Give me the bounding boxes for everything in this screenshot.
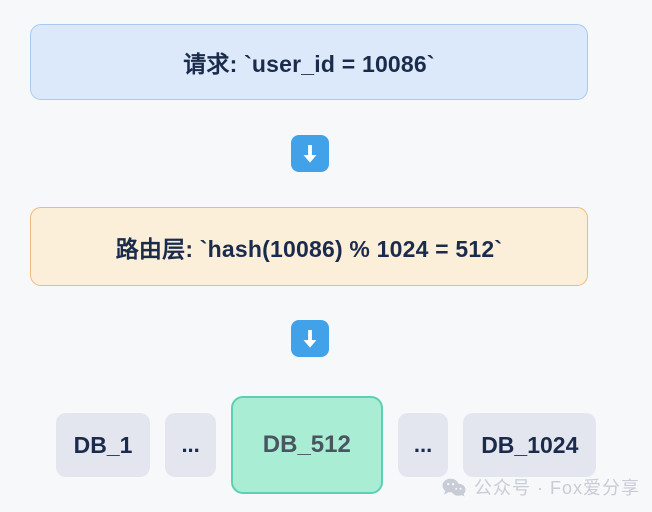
shard-label: ... [181, 432, 200, 457]
shard-ellipsis-left: ... [165, 413, 216, 477]
shard-label: DB_1 [73, 431, 133, 458]
stage-request-label: 请求: `user_id = 10086` [183, 51, 435, 77]
stage-request-box: 请求: `user_id = 10086` [30, 24, 588, 100]
shard-row: DB_1 ... DB_512 ... DB_1024 [0, 395, 652, 495]
shard-label: ... [413, 432, 433, 457]
shard-db-1: DB_1 [55, 413, 151, 477]
shard-db-1024: DB_1024 [463, 413, 597, 477]
stage-router-box: 路由层: `hash(10086) % 1024 = 512` [30, 207, 588, 286]
shard-label: DB_1024 [481, 431, 579, 458]
arrow-down-icon [291, 320, 329, 357]
stage-router-label: 路由层: `hash(10086) % 1024 = 512` [115, 235, 503, 262]
shard-db-512: DB_512 [230, 396, 383, 494]
shard-label: DB_512 [262, 431, 351, 458]
arrow-down-icon [291, 135, 329, 172]
shard-ellipsis-right: ... [397, 413, 449, 477]
